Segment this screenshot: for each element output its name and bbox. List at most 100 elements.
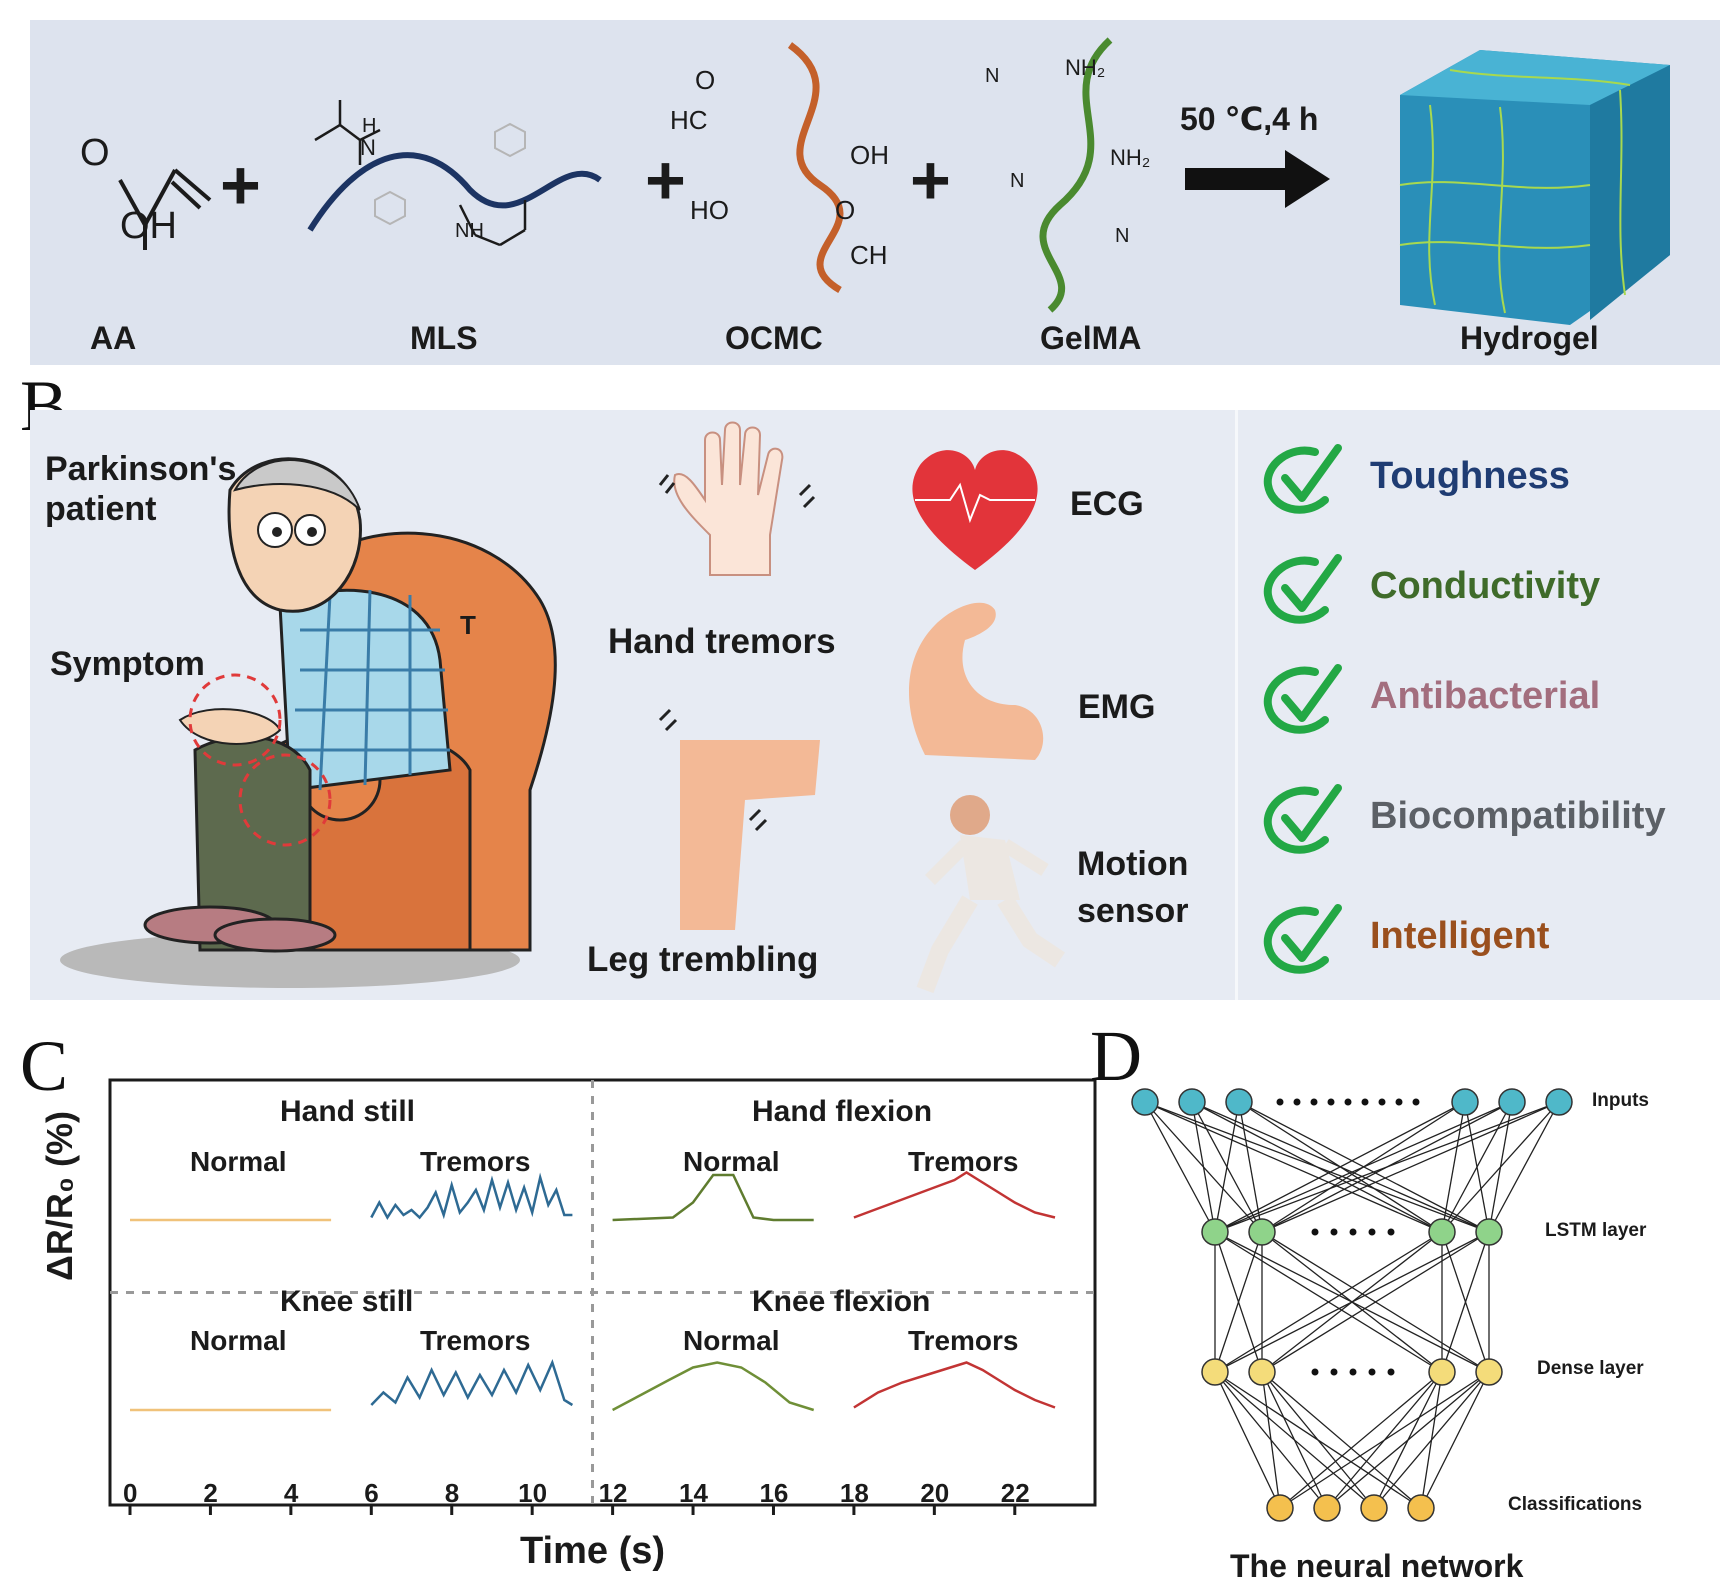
condition-label: Normal <box>683 1146 780 1177</box>
check-icon <box>1263 664 1342 734</box>
motion-label-2: sensor <box>1077 892 1189 930</box>
x-tick-label: 6 <box>364 1478 379 1508</box>
gelma-n-2: N <box>1010 170 1025 192</box>
nn-node <box>1201 1358 1229 1386</box>
ellipsis-dot <box>1387 1368 1395 1376</box>
hand-tremors-label: Hand tremors <box>608 622 836 661</box>
condition-label: Tremors <box>420 1146 531 1177</box>
symptom-label: Symptom <box>50 645 205 683</box>
nn-edge <box>1261 1371 1422 1509</box>
ellipsis-dot <box>1311 1368 1319 1376</box>
label-mls: MLS <box>410 320 478 356</box>
series-line <box>370 1358 574 1407</box>
nn-node <box>1201 1218 1229 1246</box>
nn-edge <box>1214 1101 1466 1233</box>
property-label: Conductivity <box>1370 565 1601 607</box>
nn-edge <box>1214 1371 1281 1509</box>
x-tick-label: 0 <box>123 1478 138 1508</box>
panel-b-application: Parkinson's patient Symptom T Hand trem <box>30 410 1720 1000</box>
ocmc-oh: OH <box>850 140 889 170</box>
neural-network-diagram <box>1131 1088 1573 1522</box>
patient-label-2: patient <box>45 490 157 528</box>
ellipsis-dot <box>1311 1228 1319 1236</box>
ellipsis-dot <box>1293 1098 1301 1106</box>
nn-node <box>1475 1358 1503 1386</box>
mls-n: N <box>360 135 376 160</box>
nn-edge <box>1441 1101 1466 1233</box>
panel-b-divider <box>1235 410 1238 1000</box>
aa-structure <box>118 168 212 250</box>
label-gelma: GelMA <box>1040 320 1142 356</box>
shirt-letter: T <box>460 610 476 640</box>
nn-edge <box>1279 1371 1443 1509</box>
ellipsis-dot <box>1349 1228 1357 1236</box>
runner-icon <box>916 795 1065 994</box>
ellipsis-dot <box>1327 1098 1335 1106</box>
plus-1: + <box>220 146 261 224</box>
ellipsis-dot <box>1330 1368 1338 1376</box>
ocmc-o2: O <box>835 195 856 225</box>
chart-c <box>108 1078 1097 1515</box>
group-title: Knee still <box>280 1285 414 1318</box>
hydrogel-cube <box>1399 50 1670 325</box>
xlabel: Time (s) <box>520 1530 666 1572</box>
x-tick-label: 4 <box>283 1478 299 1508</box>
ocmc-o1: O <box>695 65 716 95</box>
nn-edge <box>1191 1101 1443 1233</box>
nn-node <box>1225 1088 1253 1116</box>
plus-3: + <box>910 141 951 219</box>
ellipsis-dot <box>1349 1368 1357 1376</box>
gelma-n-3: N <box>1115 225 1130 247</box>
x-tick-label: 22 <box>1000 1478 1030 1508</box>
series-line <box>853 1171 1056 1219</box>
nn-node <box>1178 1088 1206 1116</box>
ellipsis-dot <box>1276 1098 1284 1106</box>
reaction-arrow <box>1185 150 1330 208</box>
x-tick-label: 10 <box>518 1478 548 1508</box>
gelma-nh2-1: NH₂ <box>1065 55 1106 80</box>
leg-icon <box>658 708 820 930</box>
ylabel: ΔR/R₀ (%) <box>39 1110 80 1282</box>
ellipsis-dot <box>1330 1228 1338 1236</box>
gelma-nh2-2: NH₂ <box>1110 145 1151 170</box>
gelma-n-1: N <box>985 65 1000 87</box>
patient-illustration <box>60 457 557 988</box>
x-tick-label: 2 <box>203 1478 218 1508</box>
group-title: Knee flexion <box>752 1285 931 1318</box>
x-tick-label: 20 <box>920 1478 950 1508</box>
nn-edge <box>1373 1371 1490 1509</box>
group-title: Hand flexion <box>752 1095 933 1128</box>
ocmc-ho: HO <box>690 195 729 225</box>
ecg-label: ECG <box>1070 485 1144 523</box>
nn-edge <box>1214 1231 1443 1373</box>
nn-node <box>1360 1494 1388 1522</box>
property-label: Intelligent <box>1370 915 1550 957</box>
ellipsis-dot <box>1361 1098 1369 1106</box>
plus-2: + <box>645 141 686 219</box>
nn-edge <box>1214 1101 1513 1233</box>
ellipsis-dot <box>1310 1098 1318 1106</box>
x-tick-label: 12 <box>598 1478 628 1508</box>
reaction-condition: 50 ℃,4 h <box>1180 101 1319 137</box>
x-tick-label: 14 <box>679 1478 708 1508</box>
nn-edge <box>1214 1231 1490 1373</box>
ellipsis-dot <box>1378 1098 1386 1106</box>
check-icon <box>1263 784 1342 854</box>
nn-edge <box>1144 1101 1443 1233</box>
nn-caption: The neural network <box>1230 1548 1524 1584</box>
nn-edge <box>1261 1101 1560 1233</box>
series-line <box>612 1361 815 1412</box>
nn-node <box>1475 1218 1503 1246</box>
series-line <box>612 1173 814 1222</box>
nn-node <box>1545 1088 1573 1116</box>
x-tick-label: 18 <box>839 1478 869 1508</box>
layer-inputs-label: Inputs <box>1592 1090 1649 1111</box>
ellipsis-dot <box>1344 1098 1352 1106</box>
condition-label: Tremors <box>420 1325 531 1356</box>
nn-edge <box>1488 1101 1560 1233</box>
nn-edge <box>1441 1101 1513 1233</box>
nn-node <box>1313 1494 1341 1522</box>
nn-edge <box>1326 1371 1490 1509</box>
ocmc-chain <box>787 42 844 294</box>
nn-edge <box>1214 1101 1560 1233</box>
